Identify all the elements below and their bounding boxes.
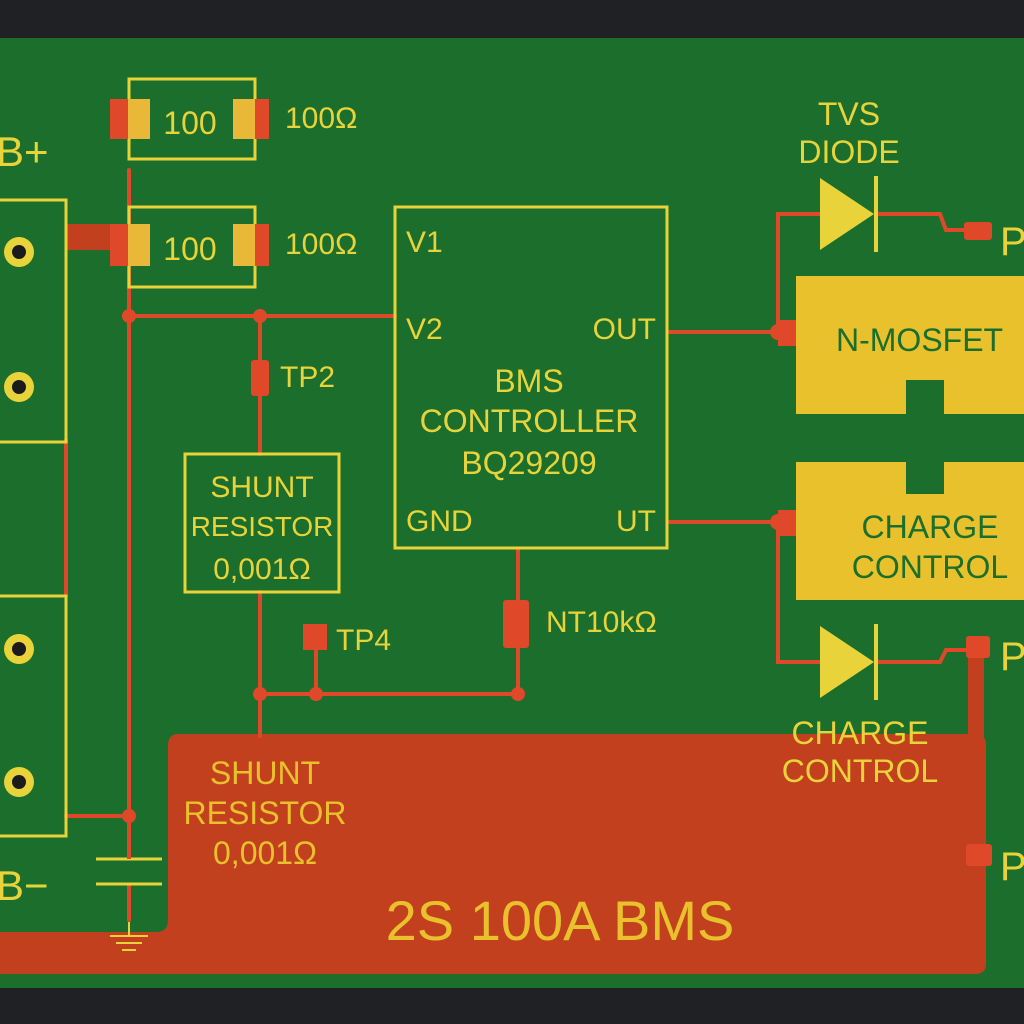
trace-p2-pour	[968, 650, 984, 740]
resistor-r1-pad-left	[128, 99, 150, 139]
charge-control-pad	[778, 510, 796, 536]
terminal-hole-center	[12, 775, 26, 789]
junction-dot	[122, 809, 136, 823]
test-point-tp4-label: TP4	[336, 624, 391, 657]
trace	[776, 212, 822, 334]
resistor-r1-pad-right	[233, 99, 255, 139]
tvs-diode-icon	[820, 176, 878, 252]
terminal-p3-label: P	[1000, 845, 1024, 889]
connector-positive-label: B+	[0, 128, 49, 175]
terminal-p2-label: P	[1000, 635, 1024, 679]
resistor-r2-pad-right	[233, 224, 255, 266]
controller-pin-v2: V2	[406, 313, 443, 346]
junction-dot	[253, 687, 267, 701]
charge-control-block-line2: CONTROL	[852, 549, 1008, 585]
terminal-p2-pad	[966, 636, 990, 658]
controller-pin-ut: UT	[616, 505, 656, 538]
bms-controller-chip	[393, 205, 669, 550]
charge-control-block	[796, 462, 1024, 600]
controller-title-line2: CONTROLLER	[420, 403, 639, 439]
resistor-r1-body-label: 100	[163, 105, 216, 141]
ntc-value-label: NT10kΩ	[546, 606, 657, 639]
test-point-tp4-pad	[303, 624, 327, 650]
controller-pin-gnd: GND	[406, 505, 473, 538]
connector-b-minus	[0, 594, 68, 838]
battery-icon	[96, 820, 162, 886]
charge-diode-label-line1: CHARGE	[792, 715, 929, 751]
trace-b-plus	[66, 224, 116, 250]
junction-dot	[253, 309, 267, 323]
charge-diode-label-line2: CONTROL	[782, 753, 938, 789]
trace	[874, 648, 970, 664]
terminal-p1-pad	[964, 222, 992, 240]
resistor-r2-value-label: 100Ω	[285, 228, 357, 261]
resistor-r2-pad-left	[128, 224, 150, 266]
controller-pin-out: OUT	[593, 313, 656, 346]
diode-icon	[820, 626, 874, 698]
connector-holes	[4, 237, 34, 797]
ntc-thermistor-pad	[503, 600, 529, 648]
charge-control-block-line1: CHARGE	[862, 509, 999, 545]
terminal-hole-center	[12, 642, 26, 656]
controller-pin-v1: V1	[406, 226, 443, 259]
mosfet-pad	[778, 320, 796, 346]
ground-icon	[110, 922, 148, 951]
terminal-hole-center	[12, 245, 26, 259]
connector-negative-label: B−	[0, 862, 49, 909]
resistor-r1-pad-right-copper	[255, 99, 269, 139]
controller-part-number: BQ29209	[461, 445, 596, 481]
junction-dot	[122, 309, 136, 323]
mosfet-label: N-MOSFET	[836, 322, 1003, 358]
test-point-tp2-label: TP2	[280, 361, 335, 394]
terminal-p1-label: P	[1000, 220, 1024, 264]
test-point-tp2-pad	[251, 360, 269, 396]
board-title: 2S 100A BMS	[386, 889, 735, 952]
tvs-label-line2: DIODE	[798, 134, 899, 170]
resistor-r1-value-label: 100Ω	[285, 102, 357, 135]
shunt-pour-line2: RESISTOR	[184, 795, 347, 831]
junction-dot	[511, 687, 525, 701]
shunt-pour-line1: SHUNT	[210, 755, 320, 791]
controller-title-line1: BMS	[494, 363, 563, 399]
connector-b-plus	[0, 198, 68, 444]
n-mosfet-block	[796, 276, 1024, 414]
diode-icon	[820, 178, 874, 250]
junction-dot	[309, 687, 323, 701]
trace	[776, 520, 822, 664]
trace	[874, 212, 968, 232]
terminal-p3-pad	[966, 844, 992, 866]
shunt-pour-line3: 0,001Ω	[213, 835, 317, 871]
shunt-box-line1: SHUNT	[210, 471, 313, 504]
shunt-box-line3: 0,001Ω	[213, 553, 311, 586]
shunt-resistor-box	[183, 452, 341, 594]
tvs-label-line1: TVS	[818, 96, 880, 132]
shunt-box-line2: RESISTOR	[191, 511, 334, 542]
resistor-r2-pad-right-copper	[255, 224, 269, 266]
terminal-hole-center	[12, 380, 26, 394]
charge-diode-icon	[820, 624, 878, 700]
resistor-r2-body-label: 100	[163, 231, 216, 267]
copper-pour-shunt	[0, 734, 986, 974]
